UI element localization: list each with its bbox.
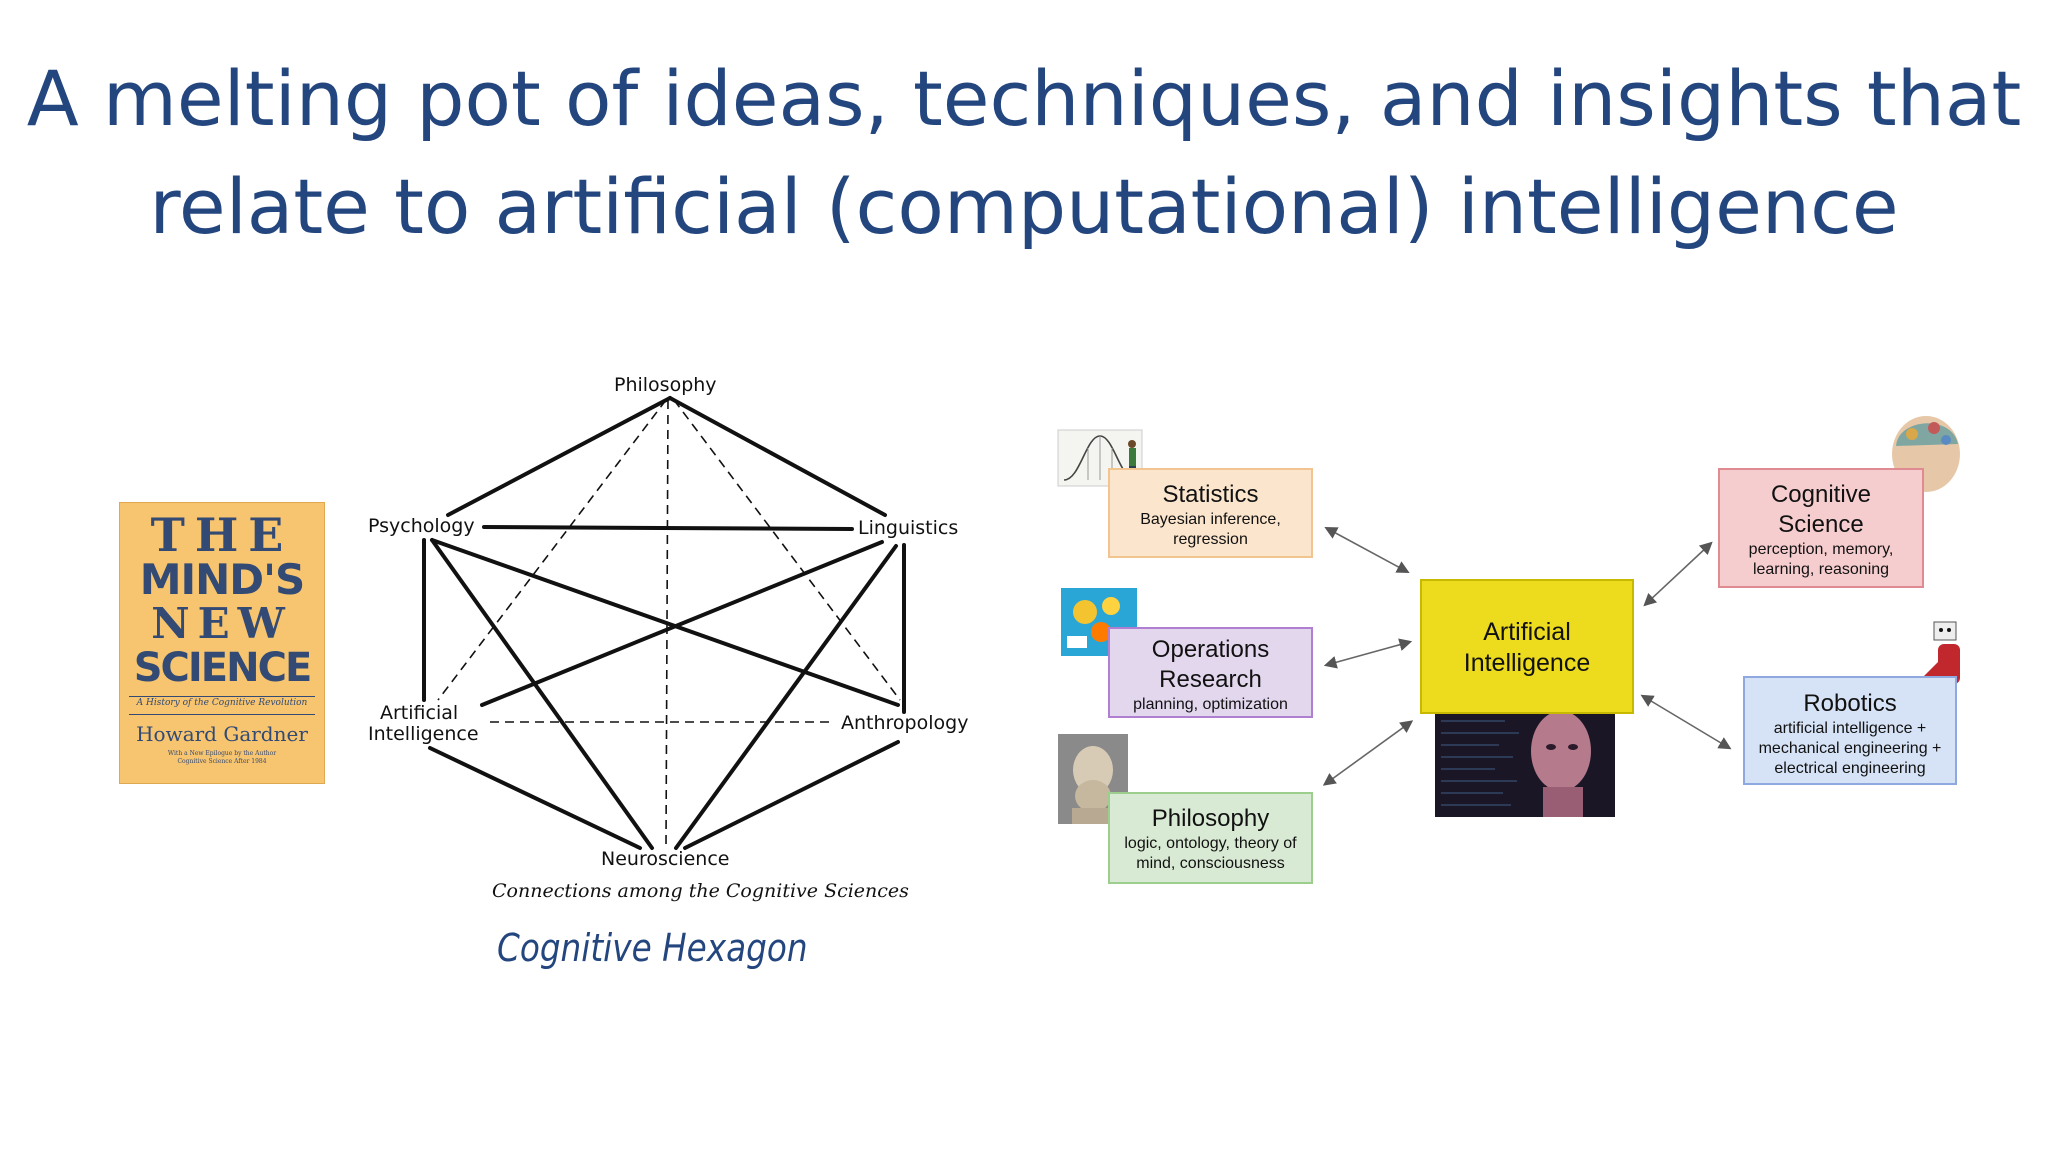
- operations-research-desc: planning, optimization: [1133, 696, 1288, 713]
- hexagon-dashed-links: [437, 399, 901, 847]
- link-anthropology-neuroscience: [683, 740, 900, 850]
- arrow-statistics-ai: [1324, 526, 1410, 574]
- arrow-ai-cognitive: [1643, 541, 1713, 607]
- book-note-line-2: Cognitive Science After 1984: [177, 758, 267, 765]
- statistics-desc-line-1: Bayesian inference,: [1140, 511, 1281, 528]
- hex-node-ai-line-1: Artificial: [380, 702, 459, 724]
- link-psychology-neuroscience: [430, 538, 654, 850]
- hex-node-anthropology: Anthropology: [841, 712, 969, 734]
- operations-research-box: Operations Research planning, optimizati…: [1108, 627, 1313, 718]
- cognitive-science-title-line-2: Science: [1778, 511, 1864, 538]
- slide-title-line-2: relate to artificial (computational) int…: [149, 162, 1899, 251]
- statistics-box: Statistics Bayesian inference, regressio…: [1108, 468, 1313, 558]
- hex-node-linguistics: Linguistics: [858, 517, 959, 539]
- slide-title-line-1: A melting pot of ideas, techniques, and …: [26, 54, 2022, 143]
- cognitive-science-desc-line-1: perception, memory,: [1748, 541, 1894, 558]
- robotics-desc-line-1: artificial intelligence +: [1773, 720, 1927, 737]
- link-linguistics-neuroscience: [674, 544, 898, 850]
- diagram-arrows: [1322, 526, 1732, 786]
- book-cover-minds-new-science: THE MIND'S NEW SCIENCE A History of the …: [119, 502, 325, 784]
- statistics-desc-line-2: regression: [1173, 531, 1248, 548]
- book-note-line-1: With a New Epilogue by the Author: [167, 750, 277, 757]
- arrow-operations-ai: [1323, 638, 1413, 669]
- cognitive-science-title-line-1: Cognitive: [1770, 481, 1872, 508]
- dashed-philosophy-anthropology: [673, 399, 901, 701]
- cognitive-science-desc-line-2: learning, reasoning: [1752, 561, 1890, 578]
- book-note: With a New Epilogue by the Author Cognit…: [119, 750, 325, 766]
- book-author: Howard Gardner: [136, 722, 308, 746]
- arrow-philosophy-ai: [1322, 720, 1414, 786]
- dashed-philosophy-ai: [437, 399, 667, 701]
- book-subtitle: A History of the Cognitive Revolution: [136, 698, 308, 708]
- robotics-desc-line-3: electrical engineering: [1774, 760, 1926, 777]
- book-title-word-4: SCIENCE: [133, 645, 313, 691]
- philosophy-box: Philosophy logic, ontology, theory of mi…: [1108, 792, 1313, 884]
- hexagon-title: Cognitive Hexagon: [497, 926, 808, 970]
- statistics-title: Statistics: [1162, 481, 1259, 508]
- link-psychology-anthropology: [430, 538, 900, 707]
- book-rule-top: [129, 696, 315, 697]
- cognitive-science-box: Cognitive Science perception, memory, le…: [1718, 468, 1924, 588]
- artificial-intelligence-box: Artificial Intelligence: [1420, 579, 1634, 714]
- book-title-word-2: MIND'S: [139, 555, 306, 604]
- link-ai-neuroscience: [428, 746, 642, 850]
- book-rule-bottom: [129, 714, 315, 715]
- hex-node-psychology: Psychology: [368, 515, 475, 537]
- operations-research-title-line-2: Research: [1159, 666, 1262, 693]
- hex-node-ai-line-2: Intelligence: [368, 723, 479, 745]
- hex-node-philosophy: Philosophy: [614, 374, 717, 396]
- philosophy-desc-line-1: logic, ontology, theory of: [1124, 835, 1297, 852]
- slide-title: A melting pot of ideas, techniques, and …: [0, 45, 2048, 261]
- philosophy-title: Philosophy: [1151, 805, 1270, 832]
- link-philosophy-psychology: [446, 396, 672, 517]
- link-linguistics-ai: [480, 540, 884, 707]
- book-title-word-1: THE: [150, 508, 294, 562]
- operations-research-title-line-1: Operations: [1151, 636, 1270, 663]
- robotics-title: Robotics: [1803, 690, 1897, 717]
- book-title-word-3: NEW: [151, 599, 293, 648]
- philosophy-desc-line-2: mind, consciousness: [1136, 855, 1285, 872]
- arrow-ai-robotics: [1640, 694, 1732, 750]
- ai-face-thumbnail: [1435, 697, 1615, 817]
- hexagon-caption: Connections among the Cognitive Sciences: [492, 880, 909, 902]
- link-philosophy-linguistics: [668, 396, 887, 517]
- ai-title-line-2: Intelligence: [1463, 649, 1591, 677]
- hex-node-neuroscience: Neuroscience: [601, 848, 730, 870]
- robotics-box: Robotics artificial intelligence + mecha…: [1743, 676, 1957, 785]
- robotics-desc-line-2: mechanical engineering +: [1758, 740, 1942, 757]
- ai-title-line-1: Artificial: [1483, 618, 1571, 646]
- hexagon-solid-links: [422, 396, 906, 850]
